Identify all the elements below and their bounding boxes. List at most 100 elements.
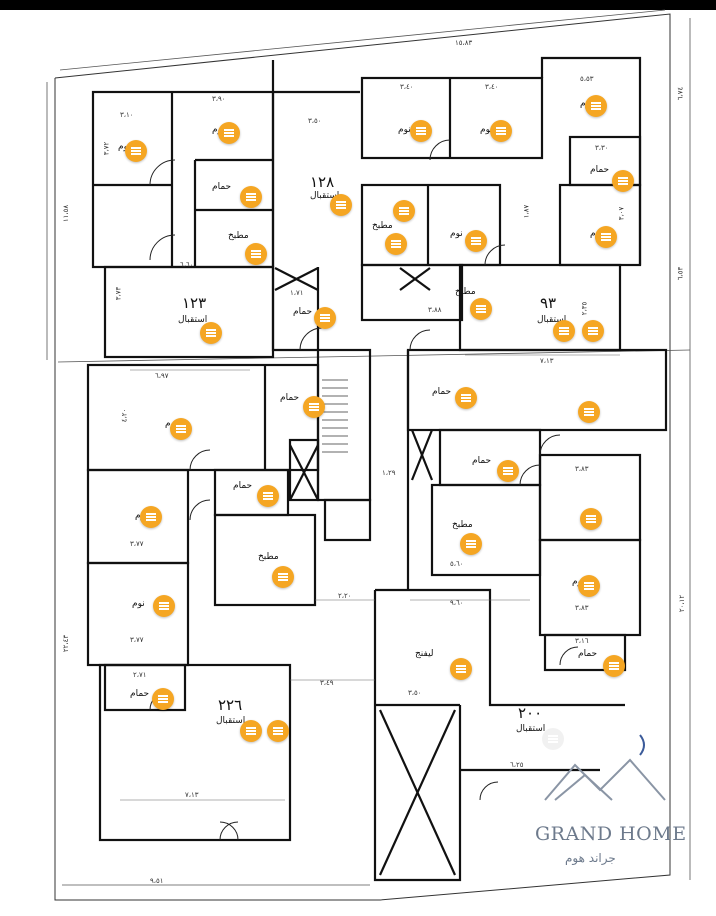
photo-pin-icon[interactable] bbox=[152, 688, 174, 710]
photo-pin-icon[interactable] bbox=[578, 401, 600, 423]
dim-label: ١،٧١ bbox=[290, 289, 304, 297]
room-label: مطبخ bbox=[228, 231, 249, 241]
photo-pin-icon[interactable] bbox=[470, 298, 492, 320]
dim-label: ٣،٣٠ bbox=[595, 144, 609, 152]
room-label: نوم bbox=[132, 599, 145, 609]
brand-logo-text: GRAND HOME bbox=[535, 823, 687, 845]
dim-label: ٣،٧٧ bbox=[130, 636, 144, 644]
photo-pin-icon[interactable] bbox=[455, 387, 477, 409]
room-label: مطبخ bbox=[455, 287, 476, 297]
photo-pin-icon[interactable] bbox=[140, 506, 162, 528]
apartment-area: ٩٣ bbox=[540, 294, 557, 312]
dim-label: ٣،٤٩ bbox=[320, 679, 334, 687]
dim-left-lower: ٢٢،٤٣ bbox=[62, 634, 71, 653]
dim-label: ١،٨٧ bbox=[522, 204, 531, 219]
photo-pin-icon[interactable] bbox=[257, 485, 279, 507]
photo-pin-icon[interactable] bbox=[303, 396, 325, 418]
dim-label: ٣،٩٠ bbox=[212, 95, 226, 103]
dim-label: ١،٢٩ bbox=[382, 469, 396, 477]
apartment-label: استقبال bbox=[516, 724, 546, 734]
brand-logo-subtitle: جراند هوم bbox=[565, 851, 616, 865]
dim-right-mid: ٦،٥٣ bbox=[676, 266, 685, 281]
photo-pin-icon[interactable] bbox=[240, 186, 262, 208]
photo-pin-icon[interactable] bbox=[410, 120, 432, 142]
logo-house-shape bbox=[544, 758, 666, 801]
dim-label: ٣،٧٣ bbox=[114, 286, 123, 301]
photo-pin-icon[interactable] bbox=[612, 170, 634, 192]
dim-label: ٣،٨٨ bbox=[428, 306, 442, 314]
outer-boundary bbox=[54, 13, 671, 901]
dim-label: ٣،٤٠ bbox=[400, 83, 414, 91]
dim-label: ٣،٨٣ bbox=[575, 465, 589, 473]
photo-pin-icon[interactable] bbox=[580, 508, 602, 530]
photo-pin-icon[interactable] bbox=[170, 418, 192, 440]
apartment-area: ٢٠٠ bbox=[518, 704, 543, 722]
dim-label: ٣،١٦ bbox=[575, 637, 589, 645]
dim-label: ٣،٤٠ bbox=[485, 83, 499, 91]
apartment-area: ٢٢٦ bbox=[218, 696, 243, 714]
dim-right-lower: ٢٠،١٢ bbox=[678, 594, 687, 613]
photo-pin-icon[interactable] bbox=[200, 322, 222, 344]
dim-label: ٣،٥٠ bbox=[408, 689, 422, 697]
photo-pin-icon[interactable] bbox=[240, 720, 262, 742]
photo-pin-icon[interactable] bbox=[490, 120, 512, 142]
apartment-label: استقبال bbox=[537, 315, 567, 325]
photo-pin-icon[interactable] bbox=[125, 140, 147, 162]
photo-pin-icon[interactable] bbox=[153, 595, 175, 617]
dim-bottom-width: ٩،٥١ bbox=[150, 877, 164, 885]
photo-pin-icon[interactable] bbox=[465, 230, 487, 252]
dim-label: ٦،٩٧ bbox=[155, 372, 169, 380]
room-label: نوم bbox=[480, 125, 493, 135]
photo-pin-icon[interactable] bbox=[497, 460, 519, 482]
dim-label: ٧،١٣ bbox=[540, 357, 554, 365]
photo-pin-icon[interactable] bbox=[585, 95, 607, 117]
photo-pin-icon[interactable] bbox=[314, 307, 336, 329]
dim-label: ٢،٧١ bbox=[133, 671, 147, 679]
photo-pin-icon[interactable] bbox=[578, 575, 600, 597]
photo-pin-icon[interactable] bbox=[582, 320, 604, 342]
dim-label: ٢،٢٠ bbox=[338, 592, 352, 600]
room-label: حمام bbox=[280, 393, 300, 403]
photo-pin-icon[interactable] bbox=[272, 566, 294, 588]
dim-label: ٣،٧٧ bbox=[130, 540, 144, 548]
room-label: نوم bbox=[118, 142, 131, 152]
room-label: مطبخ bbox=[452, 520, 473, 530]
dim-label: ٦،٢٥ bbox=[510, 761, 524, 769]
photo-pin-icon[interactable] bbox=[267, 720, 289, 742]
room-label: حمام bbox=[293, 307, 313, 317]
room-label: نوم bbox=[450, 229, 463, 239]
dim-label: ٦،٦٠ bbox=[180, 261, 194, 269]
room-label: مطبخ bbox=[258, 552, 279, 562]
photo-pin-icon[interactable] bbox=[245, 243, 267, 265]
photo-pin-icon[interactable] bbox=[330, 194, 352, 216]
room-label: مطبخ bbox=[372, 221, 393, 231]
dim-label: ٥،٦٠ bbox=[450, 560, 464, 568]
dim-label: ٣،٥٠ bbox=[308, 117, 322, 125]
room-label: حمام bbox=[233, 481, 253, 491]
dim-label: ٧،١٣ bbox=[185, 791, 199, 799]
apartment-area: ١٢٣ bbox=[182, 294, 207, 312]
room-label: حمام bbox=[130, 689, 150, 699]
room-label: ليفنج bbox=[415, 649, 434, 659]
photo-pin-icon[interactable] bbox=[218, 122, 240, 144]
photo-pin-icon[interactable] bbox=[385, 233, 407, 255]
room-label: حمام bbox=[590, 165, 610, 175]
photo-pin-icon[interactable] bbox=[553, 320, 575, 342]
dim-top-width: ١٥،٨٣ bbox=[455, 39, 473, 47]
dim-label: ٣،٠٧ bbox=[617, 206, 626, 221]
room-label: حمام bbox=[432, 387, 452, 397]
dim-label: ٣،٧٢ bbox=[102, 141, 111, 156]
room-label: حمام bbox=[472, 456, 492, 466]
photo-pin-icon[interactable] bbox=[450, 658, 472, 680]
room-label: نوم bbox=[398, 125, 411, 135]
photo-pin-icon[interactable] bbox=[460, 533, 482, 555]
photo-pin-icon[interactable] bbox=[603, 655, 625, 677]
faded-pin-icon[interactable] bbox=[542, 728, 564, 750]
photo-pin-icon[interactable] bbox=[595, 226, 617, 248]
photo-pin-icon[interactable] bbox=[393, 200, 415, 222]
dim-label: ٢،٣٥ bbox=[580, 301, 589, 316]
dim-label: ٤،٢٠ bbox=[120, 408, 129, 423]
dim-right-upper: ٦،٧٤ bbox=[676, 86, 685, 101]
dim-label: ٩،٦٠ bbox=[450, 599, 464, 607]
